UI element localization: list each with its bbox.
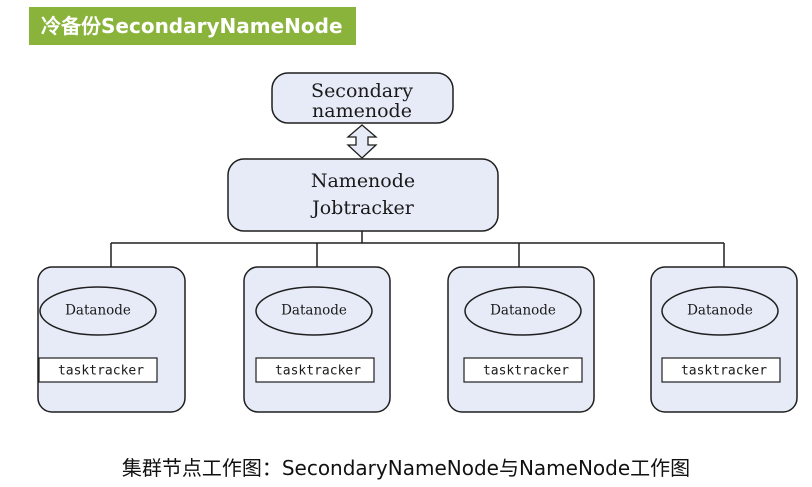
datanode-label: Datanode xyxy=(281,303,347,319)
datanode-ellipse xyxy=(255,286,373,336)
tasktracker-box xyxy=(463,357,583,383)
tasktracker-label: tasktracker xyxy=(681,364,767,379)
tasktracker-label: tasktracker xyxy=(58,364,144,379)
tasktracker-label: tasktracker xyxy=(275,364,361,379)
tasktracker-label: tasktracker xyxy=(483,364,569,379)
datanode-label: Datanode xyxy=(65,303,131,319)
secondary-namenode-box: Secondary namenode xyxy=(271,72,454,124)
worker-node-4: Datanode tasktracker xyxy=(650,266,798,413)
connector-lines xyxy=(110,231,725,267)
datanode-ellipse xyxy=(661,286,779,336)
sync-double-arrow xyxy=(346,124,378,159)
master-label-line1: Namenode xyxy=(311,170,415,192)
secondary-label-line1: Secondary xyxy=(311,80,413,102)
worker-node-2: Datanode tasktracker xyxy=(243,266,391,413)
datanode-label: Datanode xyxy=(490,303,556,319)
master-label-line2: Jobtracker xyxy=(310,197,415,219)
tasktracker-box xyxy=(255,357,375,383)
datanode-ellipse xyxy=(39,286,157,336)
worker-node-1: Datanode tasktracker xyxy=(37,266,186,413)
worker-node-3: Datanode tasktracker xyxy=(447,266,595,413)
diagram-caption: 集群节点工作图：SecondaryNameNode与NameNode工作图 xyxy=(121,456,691,480)
tasktracker-box xyxy=(661,357,781,383)
datanode-label: Datanode xyxy=(687,303,753,319)
namenode-jobtracker-box: Namenode Jobtracker xyxy=(227,158,499,232)
tasktracker-box xyxy=(38,357,158,383)
slide-title: 冷备份SecondaryNameNode xyxy=(29,7,356,45)
datanode-ellipse xyxy=(464,286,582,336)
secondary-label-line2: namenode xyxy=(312,100,412,122)
